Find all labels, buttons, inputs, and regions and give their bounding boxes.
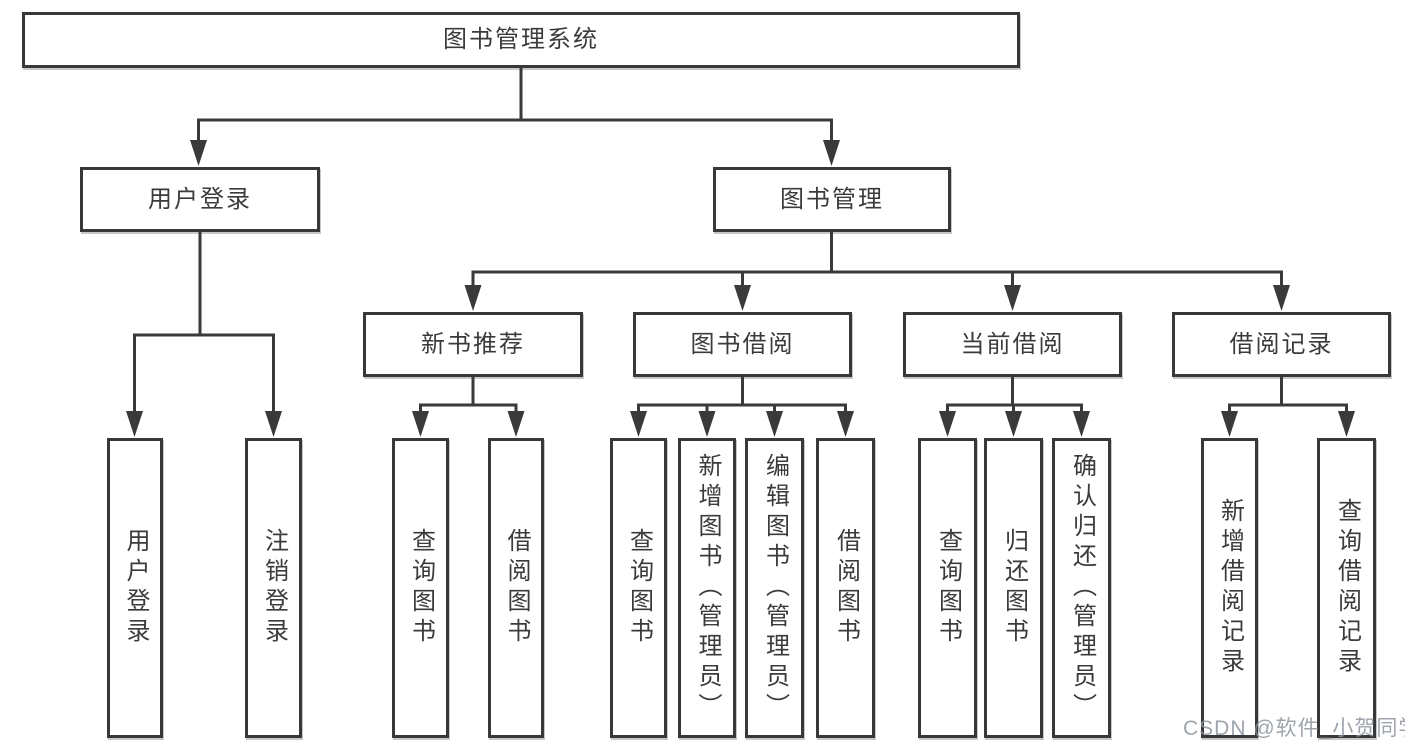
leaf-borrow-book-recommend: 借阅图书 xyxy=(488,438,544,738)
leaf-add-book-admin: 新增图书（管理员） xyxy=(678,438,736,738)
leaf-label: 新增图书（管理员） xyxy=(694,453,721,723)
node-label: 图书借阅 xyxy=(690,330,795,358)
node-label: 图书管理 xyxy=(780,185,884,213)
leaf-query-book-current: 查询图书 xyxy=(918,438,977,738)
node-label: 用户登录 xyxy=(148,185,252,213)
node-current-borrow: 当前借阅 xyxy=(903,312,1122,377)
node-borrow-records: 借阅记录 xyxy=(1172,312,1391,377)
leaf-label: 查询借阅记录 xyxy=(1333,498,1361,678)
watermark: CSDN @软件_小贺同学 xyxy=(1183,717,1405,740)
leaf-label: 用户登录 xyxy=(122,528,149,648)
leaf-label: 查询图书 xyxy=(407,528,435,648)
node-label: 图书管理系统 xyxy=(443,26,599,53)
leaf-add-borrow-record: 新增借阅记录 xyxy=(1201,438,1258,738)
node-label: 借阅记录 xyxy=(1229,330,1334,358)
leaf-edit-book-admin: 编辑图书（管理员） xyxy=(745,438,804,738)
leaf-label: 注销登录 xyxy=(260,528,288,648)
leaf-label: 查询图书 xyxy=(625,528,653,648)
leaf-label: 新增借阅记录 xyxy=(1216,498,1244,678)
node-book-management: 图书管理 xyxy=(713,167,951,232)
leaf-label: 归还图书 xyxy=(1000,528,1028,648)
leaf-label: 查询图书 xyxy=(934,528,962,648)
arrowhead-icons xyxy=(126,140,1355,437)
leaf-label: 编辑图书（管理员） xyxy=(761,453,789,723)
leaf-query-borrow-record: 查询借阅记录 xyxy=(1317,438,1376,738)
leaf-query-book-recommend: 查询图书 xyxy=(392,438,449,738)
node-user-login: 用户登录 xyxy=(80,167,320,232)
leaf-label: 借阅图书 xyxy=(832,528,860,648)
node-system-root: 图书管理系统 xyxy=(22,12,1020,68)
leaf-logout-login: 注销登录 xyxy=(245,438,302,738)
leaf-return-book: 归还图书 xyxy=(984,438,1043,738)
leaf-confirm-return-admin: 确认归还（管理员） xyxy=(1052,438,1111,738)
leaf-query-book-borrow: 查询图书 xyxy=(610,438,667,738)
node-book-borrow: 图书借阅 xyxy=(633,312,852,377)
node-new-book-recommend: 新书推荐 xyxy=(363,312,583,377)
node-label: 新书推荐 xyxy=(421,330,525,358)
leaf-user-login: 用户登录 xyxy=(107,438,163,738)
leaf-label: 确认归还（管理员） xyxy=(1068,453,1096,723)
leaf-borrow-book: 借阅图书 xyxy=(816,438,875,738)
node-label: 当前借阅 xyxy=(960,330,1065,358)
leaf-label: 借阅图书 xyxy=(503,528,530,648)
